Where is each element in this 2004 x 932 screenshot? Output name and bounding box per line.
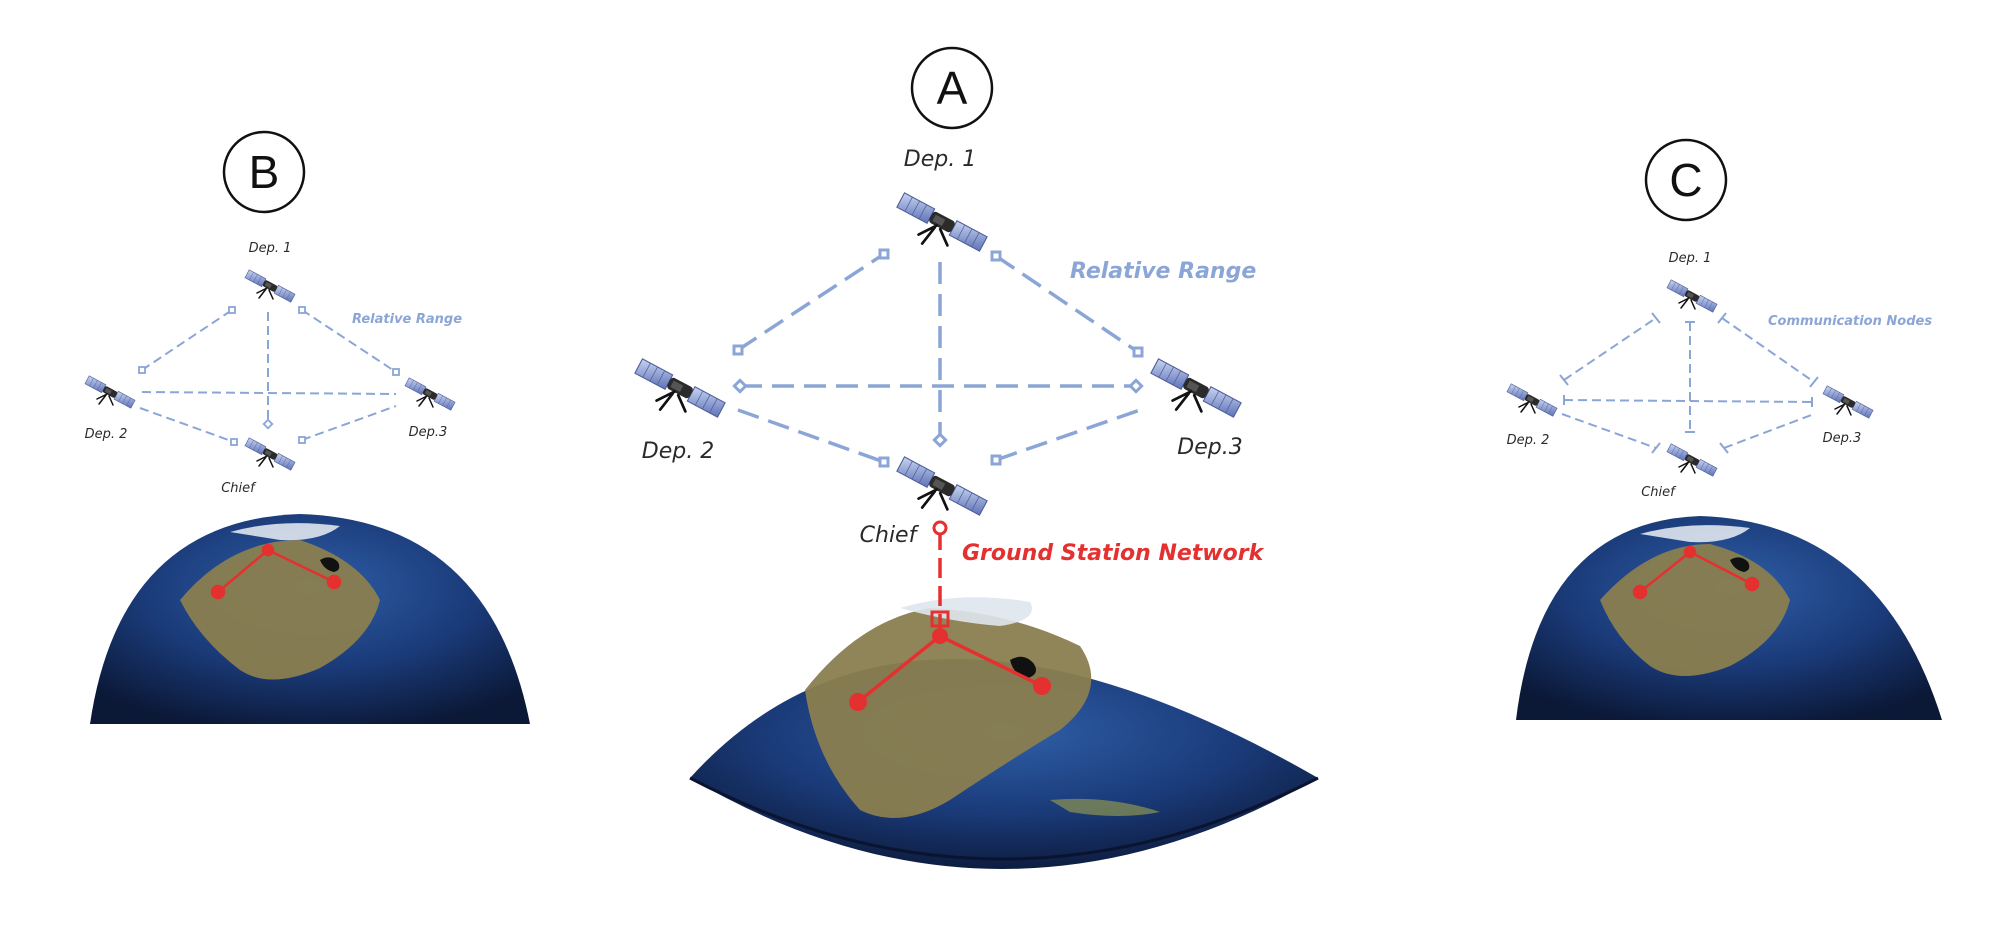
link-end-marker bbox=[1132, 346, 1144, 358]
dep3-label: Dep.3 bbox=[1177, 435, 1242, 460]
ground-station-network bbox=[1632, 545, 1760, 600]
link-end-marker bbox=[732, 378, 748, 394]
link-end-marker bbox=[1809, 376, 1819, 388]
satellite-icon bbox=[1506, 383, 1558, 417]
chief-label: Chief bbox=[1641, 485, 1677, 500]
dep3-label: Dep.3 bbox=[409, 425, 448, 440]
satellite-icon bbox=[1822, 385, 1874, 419]
satellite-icon bbox=[895, 455, 989, 517]
link-end-marker bbox=[878, 248, 890, 260]
satellite-icon bbox=[1666, 443, 1718, 477]
dep2-label: Dep. 2 bbox=[1507, 433, 1550, 448]
dep2-label: Dep. 2 bbox=[85, 427, 128, 442]
chief-label: Chief bbox=[860, 523, 920, 548]
badge-c-label: C bbox=[1669, 154, 1702, 206]
link-end-marker bbox=[392, 368, 400, 376]
link-end-marker bbox=[230, 438, 238, 446]
earth-globe-icon bbox=[689, 597, 1319, 869]
satellite-icon bbox=[404, 377, 456, 411]
relative-range-title: Relative Range bbox=[352, 312, 462, 327]
link-end-marker bbox=[878, 456, 890, 468]
ground-station-network bbox=[210, 543, 342, 600]
ground-station-title: Ground Station Network bbox=[962, 541, 1265, 566]
panel-a: A bbox=[633, 46, 1319, 869]
relative-range-title: Relative Range bbox=[1070, 259, 1256, 284]
relative-range-links bbox=[737, 252, 1141, 464]
link-end-marker bbox=[732, 344, 744, 356]
satellite-icon bbox=[244, 269, 296, 303]
link-end-marker bbox=[990, 454, 1002, 466]
link-end-marker bbox=[262, 418, 274, 430]
dep2-label: Dep. 2 bbox=[642, 439, 714, 464]
link-end-marker bbox=[1719, 442, 1729, 454]
relative-range-links bbox=[139, 309, 397, 443]
satellite-icon bbox=[1666, 279, 1718, 313]
dep3-label: Dep.3 bbox=[1823, 431, 1862, 446]
dep1-label: Dep. 1 bbox=[904, 147, 976, 172]
link-end-marker bbox=[138, 366, 146, 374]
satellite-icon bbox=[633, 357, 727, 419]
chief-label: Chief bbox=[221, 481, 257, 496]
satellite-icon bbox=[244, 437, 296, 471]
panel-b: B bbox=[84, 130, 530, 724]
earth-globe-icon bbox=[90, 514, 530, 724]
link-end-marker bbox=[1559, 374, 1569, 386]
badge-a-label: A bbox=[937, 62, 968, 114]
link-end-marker bbox=[1651, 312, 1661, 324]
satellite-icon bbox=[1149, 357, 1243, 419]
ground-station-network bbox=[849, 520, 1051, 711]
badge-c bbox=[1644, 138, 1728, 222]
badge-b-label: B bbox=[249, 146, 280, 198]
badge-b bbox=[222, 130, 306, 214]
link-end-marker bbox=[228, 306, 236, 314]
link-end-marker bbox=[1717, 312, 1727, 324]
panel-c: C bbox=[1506, 138, 1942, 720]
earth-globe-icon bbox=[1516, 516, 1942, 720]
link-end-marker bbox=[298, 436, 306, 444]
communication-nodes-title: Communication Nodes bbox=[1768, 314, 1932, 329]
link-end-marker bbox=[298, 306, 306, 314]
badge-a bbox=[910, 46, 994, 130]
link-end-marker bbox=[990, 250, 1002, 262]
dep1-label: Dep. 1 bbox=[249, 241, 292, 256]
communication-links bbox=[1561, 317, 1815, 449]
link-end-marker bbox=[1128, 378, 1144, 394]
link-end-marker bbox=[1651, 442, 1661, 454]
dep1-label: Dep. 1 bbox=[1669, 251, 1712, 266]
link-end-marker bbox=[932, 432, 948, 448]
satellite-icon bbox=[895, 191, 989, 253]
satellite-icon bbox=[84, 375, 136, 409]
